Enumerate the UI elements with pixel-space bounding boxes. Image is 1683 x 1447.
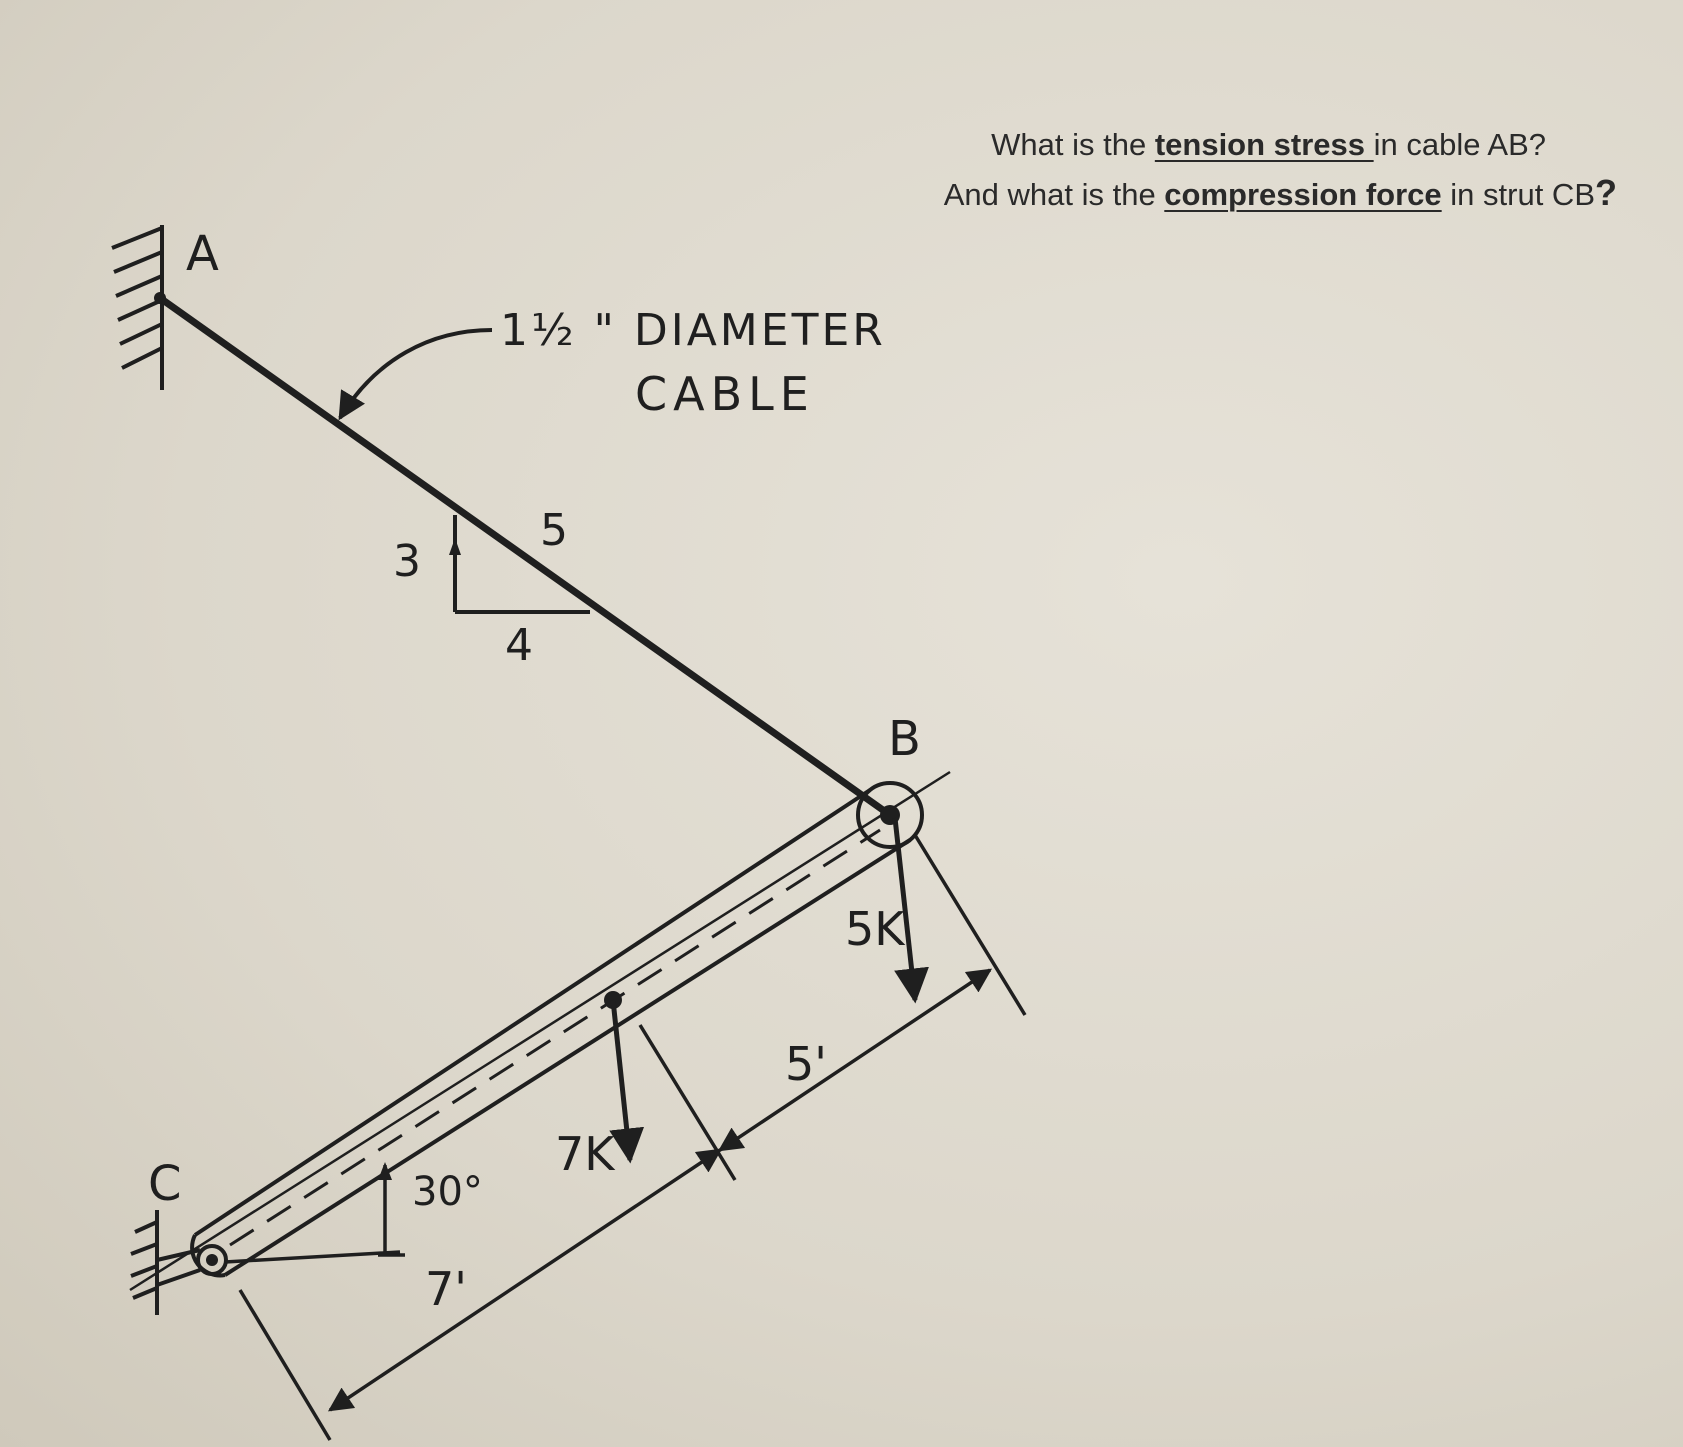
label-a: A <box>186 226 219 282</box>
cable-leader-arrow <box>338 328 493 421</box>
slope-triangle <box>453 515 590 614</box>
support-c <box>130 1210 201 1315</box>
emphasis-tension-stress: tension stress <box>1154 127 1374 162</box>
label-slope-rise: 3 <box>393 536 421 587</box>
rise-arrow-icon <box>449 538 461 555</box>
question-line-1: What is the tension stress in cable AB? <box>991 127 1546 162</box>
strut-cb <box>129 770 951 1292</box>
wall-support-a <box>111 225 164 390</box>
label-slope-hyp: 5 <box>540 505 568 556</box>
label-dim-7ft: 7' <box>425 1262 467 1316</box>
emphasis-compression-force: compression force <box>1164 177 1442 212</box>
label-load-5k: 5K <box>845 902 906 956</box>
load-arrow-7k <box>609 999 645 1164</box>
label-c: C <box>148 1156 182 1212</box>
label-b: B <box>888 711 921 767</box>
label-dim-5ft: 5' <box>785 1037 827 1091</box>
dimension-line-7ft <box>327 1148 723 1412</box>
dimension-line-5ft <box>717 968 993 1152</box>
label-cable-size: 1½ " DIAMETER <box>500 305 886 356</box>
cable-ab <box>157 295 893 818</box>
question-line-2: And what is the compression force in str… <box>943 172 1617 213</box>
label-slope-run: 4 <box>505 620 533 671</box>
pin-c <box>206 1254 218 1266</box>
label-angle: 30° <box>412 1169 483 1215</box>
label-load-7k: 7K <box>555 1127 616 1181</box>
label-cable-word: CABLE <box>635 367 815 421</box>
pin-c-ring <box>196 1244 228 1276</box>
